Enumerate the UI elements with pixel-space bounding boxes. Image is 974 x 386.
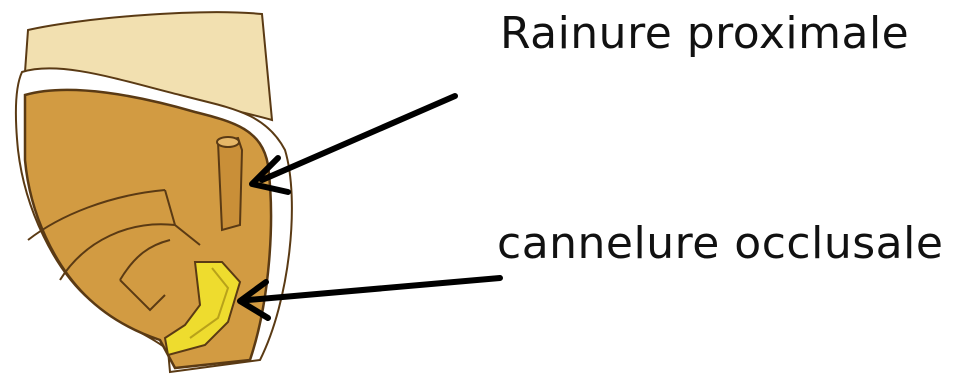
- arrow-occlusal-shaft: [245, 275, 503, 303]
- occlusal-groove-channel: [163, 261, 242, 357]
- tooth-preparation-body: [23, 88, 273, 370]
- proximal-groove-label: Rainure proximale: [500, 8, 910, 59]
- proximal-groove-slot: [216, 136, 244, 232]
- occlusal-facet-lines: [27, 189, 201, 312]
- proximal-groove-top: [216, 136, 240, 148]
- arrow-occlusal-head: [237, 279, 271, 321]
- occlusal-groove-label: cannelure occlusale: [497, 218, 944, 269]
- occlusal-groove-inner-line: [189, 267, 230, 339]
- arrow-proximal-head: [249, 155, 291, 195]
- arrow-proximal-shaft: [259, 93, 458, 183]
